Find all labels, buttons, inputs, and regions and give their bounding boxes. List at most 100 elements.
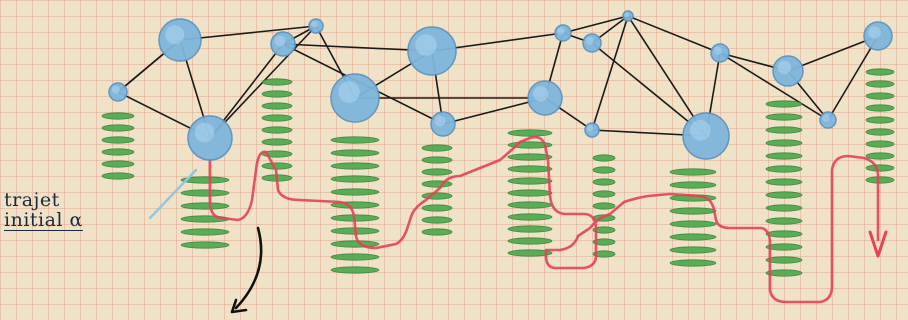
edge-line (179, 25, 317, 41)
node-highlight (557, 27, 565, 35)
green-dash (101, 172, 135, 180)
node-highlight (338, 81, 360, 103)
green-dash (507, 201, 553, 209)
node-highlight (822, 114, 830, 122)
curved-arrow-head-icon (230, 298, 248, 314)
green-dash (330, 266, 380, 274)
green-dash (261, 138, 293, 146)
green-dash (765, 152, 803, 160)
green-dash (507, 213, 553, 221)
node-highlight (868, 26, 881, 39)
node-highlight (434, 115, 446, 127)
label-line-2: initial α (4, 209, 83, 231)
edge-line (591, 15, 629, 131)
green-dash (765, 191, 803, 199)
green-dash (592, 226, 616, 234)
green-dash (592, 178, 616, 186)
curved-arrow (234, 226, 263, 310)
green-dash (765, 113, 803, 121)
green-dash (180, 189, 230, 197)
green-dash (765, 139, 803, 147)
green-dash (865, 68, 895, 76)
green-dash (592, 250, 616, 258)
node-highlight (587, 125, 594, 132)
green-dash (669, 168, 717, 176)
green-dash (765, 204, 803, 212)
green-dash (865, 152, 895, 160)
node-highlight (689, 119, 711, 141)
green-dash (865, 80, 895, 88)
green-dash (507, 177, 553, 185)
green-dash (765, 230, 803, 238)
green-dash (101, 112, 135, 120)
label-line-1: trajet (4, 189, 60, 211)
node-highlight (624, 12, 629, 17)
green-dash (507, 153, 553, 161)
node-highlight (165, 25, 185, 45)
green-dash (421, 156, 453, 164)
green-dash (101, 136, 135, 144)
green-dash (180, 228, 230, 236)
green-dash (865, 164, 895, 172)
trajectory-path (208, 135, 880, 304)
green-dash (330, 136, 380, 144)
edge-line (562, 15, 629, 34)
green-dash (421, 204, 453, 212)
green-dash (180, 202, 230, 210)
green-dash (865, 176, 895, 184)
green-dash (507, 165, 553, 173)
green-dash (261, 78, 293, 86)
node-highlight (777, 60, 791, 74)
green-dash (765, 126, 803, 134)
green-dash (592, 238, 616, 246)
green-dash (507, 129, 553, 137)
green-dash (330, 175, 380, 183)
green-dash (669, 246, 717, 254)
node-highlight (713, 46, 722, 55)
node-highlight (415, 34, 437, 56)
green-dash (765, 165, 803, 173)
node-highlight (311, 21, 318, 28)
green-dash (669, 259, 717, 267)
trajet-label: trajet initial α (4, 190, 83, 230)
green-dash (101, 160, 135, 168)
green-dash (261, 126, 293, 134)
green-dash (261, 114, 293, 122)
green-dash (865, 128, 895, 136)
green-dash (507, 225, 553, 233)
green-dash (765, 243, 803, 251)
green-dash (592, 202, 616, 210)
green-dash (180, 241, 230, 249)
green-dash (669, 181, 717, 189)
green-dash (261, 102, 293, 110)
green-dash (421, 228, 453, 236)
green-dash (330, 253, 380, 261)
green-dash (765, 100, 803, 108)
arrow-down-icon (868, 230, 888, 258)
node-highlight (274, 35, 286, 47)
green-dash (765, 256, 803, 264)
label-pointer-line (148, 168, 198, 220)
green-dash (592, 190, 616, 198)
green-dash (507, 237, 553, 245)
green-dash (592, 154, 616, 162)
green-dash (421, 180, 453, 188)
green-dash (669, 207, 717, 215)
edge-line (719, 52, 829, 121)
green-dash (261, 162, 293, 170)
green-dash (330, 149, 380, 157)
green-dash (669, 233, 717, 241)
green-dash (865, 140, 895, 148)
green-dash (592, 166, 616, 174)
green-dash (765, 178, 803, 186)
green-dash (330, 162, 380, 170)
edge-line (591, 42, 707, 137)
green-dash (421, 144, 453, 152)
edge-line (827, 35, 879, 121)
node-highlight (111, 85, 120, 94)
green-dash (765, 269, 803, 277)
edge-line (282, 43, 433, 52)
edge-line (627, 15, 721, 54)
